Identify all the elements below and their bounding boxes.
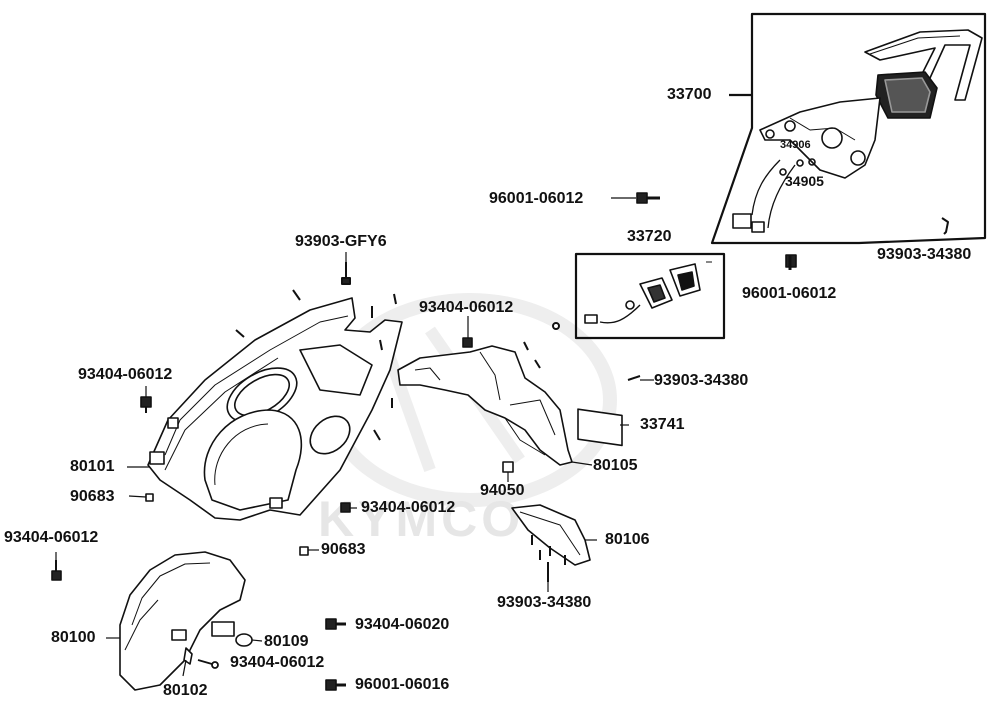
screw-93903-34380-right	[941, 217, 949, 235]
screw-96001-06012-mid	[785, 254, 797, 270]
mud-flap-80106	[511, 504, 591, 566]
nut-90683-a	[145, 493, 154, 502]
label-90683-b: 90683	[321, 541, 366, 558]
nut-90683-b	[299, 546, 309, 556]
fender-bracket-80109	[211, 621, 235, 637]
license-light-wire	[599, 304, 641, 324]
license-bracket-33741	[577, 408, 623, 447]
front-fender-80100	[119, 551, 246, 691]
tail-light-assembly-frame	[710, 12, 987, 245]
cover-opening-right	[309, 415, 351, 455]
screw-96001-06016	[325, 679, 346, 691]
screw-93404-06012-center	[340, 502, 351, 513]
screws-cover-top	[235, 289, 397, 441]
screw-93404-06020	[325, 618, 346, 630]
watermark-brand-text: KYMCO	[318, 491, 525, 547]
label-33700: 33700	[667, 86, 712, 103]
bolt-94050	[502, 461, 514, 473]
label-93903-gfy6: 93903-GFY6	[295, 233, 387, 250]
leader-lines	[55, 197, 654, 677]
screw-93404-06012-far-left	[51, 560, 62, 581]
label-80109: 80109	[264, 633, 309, 650]
label-94050: 94050	[480, 482, 525, 499]
screw-93404-06012-bottom	[197, 659, 219, 669]
label-93903-34380-mid: 93903-34380	[654, 372, 749, 389]
screw-93903-gfy6	[341, 262, 351, 285]
label-80105: 80105	[593, 457, 638, 474]
label-80102: 80102	[163, 682, 208, 699]
license-light-frame	[574, 252, 726, 340]
label-33720: 33720	[627, 228, 672, 245]
label-96001-06016: 96001-06016	[355, 676, 450, 693]
label-93404-06012-bottom: 93404-06012	[230, 654, 325, 671]
screw-96001-06012-top	[636, 192, 660, 204]
label-93404-06012-left: 93404-06012	[78, 366, 173, 383]
rear-fender-80105	[397, 345, 573, 466]
label-33741: 33741	[640, 416, 685, 433]
screws-93903-34380-bottom	[531, 535, 566, 582]
screw-93404-06012-top	[462, 337, 473, 348]
tail-light-wiring	[751, 159, 796, 229]
screws-fender-top	[523, 322, 560, 369]
label-80100: 80100	[51, 629, 96, 646]
screw-93903-34380-mid	[627, 375, 641, 381]
tail-light-connector	[732, 213, 752, 229]
label-96001-06012-top: 96001-06012	[489, 190, 584, 207]
tail-light-housing	[759, 97, 881, 179]
tail-light-top-cover	[864, 29, 983, 101]
label-34906: 34906	[780, 139, 811, 151]
cover-center-arch	[203, 409, 303, 511]
label-80101: 80101	[70, 458, 115, 475]
label-93404-06012-far-left: 93404-06012	[4, 529, 99, 546]
label-90683-a: 90683	[70, 488, 115, 505]
label-93404-06012-center: 93404-06012	[361, 499, 456, 516]
label-93404-06012-top: 93404-06012	[419, 299, 514, 316]
screw-93404-06012-left	[140, 396, 152, 413]
label-96001-06012-mid: 96001-06012	[742, 285, 837, 302]
label-93903-34380-right: 93903-34380	[877, 246, 972, 263]
label-80106: 80106	[605, 531, 650, 548]
label-93903-34380-bottom: 93903-34380	[497, 594, 592, 611]
label-93404-06020: 93404-06020	[355, 616, 450, 633]
label-34905: 34905	[785, 173, 824, 189]
